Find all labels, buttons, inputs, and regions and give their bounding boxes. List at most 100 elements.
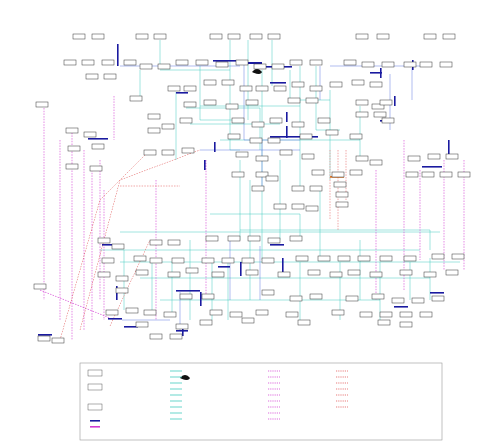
node [369, 271, 383, 278]
node-box [135, 321, 149, 328]
node-box [81, 59, 95, 66]
node-box [269, 117, 283, 124]
node [167, 271, 181, 278]
node-box [305, 205, 319, 212]
node [381, 117, 395, 124]
node-box [161, 123, 175, 130]
node-box [253, 63, 267, 70]
node [235, 151, 249, 158]
node [231, 171, 245, 178]
node-box [97, 271, 111, 278]
node-box [369, 271, 383, 278]
node [309, 293, 323, 300]
node-box [355, 33, 369, 40]
node-box [235, 59, 249, 66]
node-box [301, 153, 315, 160]
node [407, 155, 421, 162]
node [129, 95, 143, 102]
node-box [37, 335, 51, 342]
reaction-bar [422, 166, 442, 168]
node-box [65, 163, 79, 170]
node-box [273, 85, 287, 92]
legend-bar-symbol [90, 426, 100, 428]
node-box [403, 255, 417, 262]
node [157, 63, 171, 70]
node-box [411, 297, 425, 304]
node [209, 33, 223, 40]
node-box [143, 309, 157, 316]
node-box [317, 255, 331, 262]
node-box [347, 269, 361, 276]
node-box [255, 309, 269, 316]
reaction-bar [200, 292, 202, 306]
node [97, 271, 111, 278]
node [267, 33, 281, 40]
node [65, 127, 79, 134]
node-box [247, 235, 261, 242]
node [115, 275, 129, 282]
reaction-bar [244, 62, 262, 64]
node-box [235, 151, 249, 158]
node-box [419, 61, 433, 68]
node [305, 205, 319, 212]
node-box [407, 155, 421, 162]
node [37, 335, 51, 342]
node [33, 283, 47, 290]
node [111, 243, 125, 250]
node-box [211, 271, 225, 278]
node-box [97, 237, 111, 244]
reaction-bar [117, 44, 119, 66]
node [67, 145, 81, 152]
node [255, 155, 269, 162]
node-box [311, 169, 325, 176]
node [445, 269, 459, 276]
node-layer [33, 33, 471, 344]
node [419, 61, 433, 68]
node [125, 307, 139, 314]
node [195, 59, 209, 66]
node [245, 269, 259, 276]
node [249, 33, 263, 40]
node [133, 255, 147, 262]
node-box [185, 267, 199, 274]
node-box [325, 129, 339, 136]
node [203, 79, 217, 86]
node-box [305, 97, 319, 104]
node [301, 153, 315, 160]
node [457, 171, 471, 178]
node [309, 59, 323, 66]
node [185, 267, 199, 274]
node-box [91, 33, 105, 40]
node-box [261, 257, 275, 264]
node-box [351, 79, 365, 86]
node-box [153, 33, 167, 40]
node-box [149, 333, 163, 340]
reaction-bar [394, 306, 408, 308]
node [399, 311, 413, 318]
reaction-bar [102, 244, 120, 246]
node [105, 309, 119, 316]
node-box [255, 171, 269, 178]
node [179, 293, 193, 300]
node [149, 333, 163, 340]
node [369, 81, 383, 88]
node-box [287, 97, 301, 104]
node-box [209, 309, 223, 316]
legend-bar-symbol [90, 420, 100, 422]
node-box [427, 153, 441, 160]
node [72, 33, 86, 40]
legend [79, 362, 443, 441]
node [147, 113, 161, 120]
node-box [167, 85, 181, 92]
node-box [445, 269, 459, 276]
node [267, 237, 281, 244]
node [255, 309, 269, 316]
node-box [299, 133, 313, 140]
reaction-bar [182, 326, 184, 336]
node-box [381, 61, 395, 68]
node-box [175, 323, 189, 330]
node-box [227, 133, 241, 140]
node [335, 201, 349, 208]
node-box [251, 185, 265, 192]
